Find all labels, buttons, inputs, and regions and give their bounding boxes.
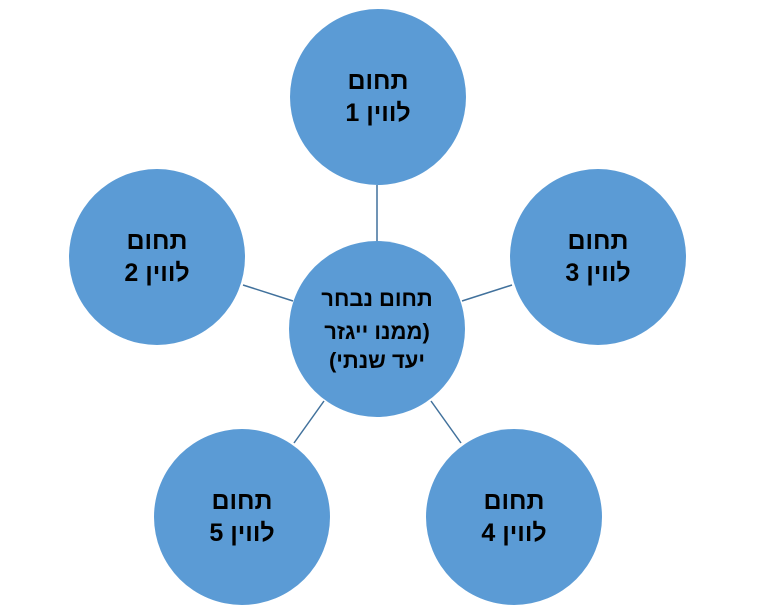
satellite-node-5: תחום לווין 5 xyxy=(154,429,330,605)
center-line-3: יעד שנתי) xyxy=(328,347,426,373)
node-label: לווין 1 xyxy=(345,99,411,127)
satellite-node-4: תחום לווין 4 xyxy=(426,429,602,605)
node-label: תחום xyxy=(126,227,188,255)
connector-3 xyxy=(461,284,513,302)
center-line-2: (ממנו ייגזר xyxy=(324,318,430,344)
connector-5 xyxy=(293,400,325,444)
node-label: לווין 3 xyxy=(565,259,631,287)
satellite-node-3: תחום לווין 3 xyxy=(510,169,686,345)
node-label: לווין 2 xyxy=(124,259,190,287)
connector-4 xyxy=(430,400,462,444)
connector-2 xyxy=(242,284,294,302)
node-label: לווין 4 xyxy=(481,519,547,547)
node-label: לווין 5 xyxy=(209,519,275,547)
satellite-node-2: תחום לווין 2 xyxy=(69,169,245,345)
node-label: תחום xyxy=(483,487,545,515)
satellite-node-1: תחום לווין 1 xyxy=(290,9,466,185)
center-line-1: תחום נבחר xyxy=(321,285,433,311)
node-label: תחום xyxy=(567,227,629,255)
node-label: תחום xyxy=(211,487,273,515)
center-node: תחום נבחר (ממנו ייגזר יעד שנתי) xyxy=(289,241,465,417)
node-label: תחום xyxy=(347,67,409,95)
